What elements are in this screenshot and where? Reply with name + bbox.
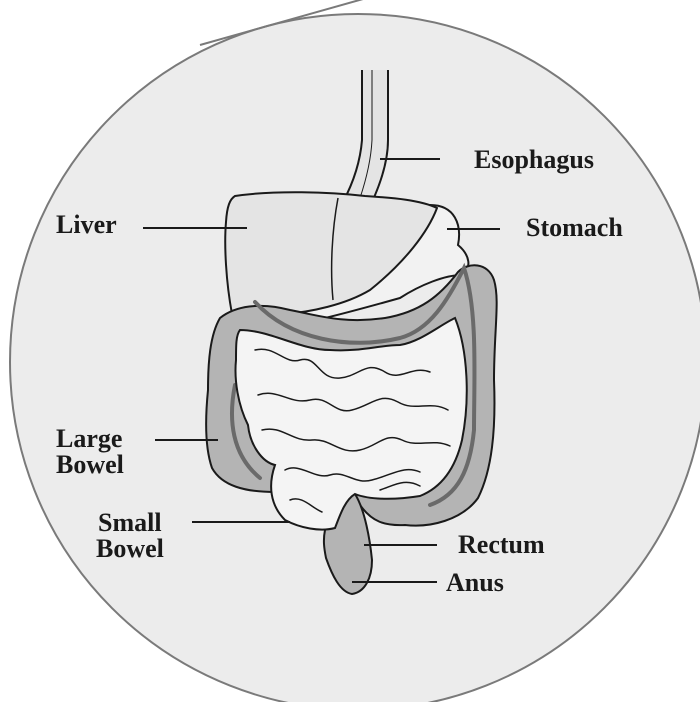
label-stomach: Stomach xyxy=(526,215,623,241)
label-small-bowel: Small Bowel xyxy=(96,510,164,562)
label-small-bowel-line2: Bowel xyxy=(96,536,164,562)
label-small-bowel-line1: Small xyxy=(96,510,164,536)
label-large-bowel: Large Bowel xyxy=(56,426,124,478)
label-esophagus: Esophagus xyxy=(474,147,594,173)
label-large-bowel-line1: Large xyxy=(56,426,124,452)
label-large-bowel-line2: Bowel xyxy=(56,452,124,478)
label-liver: Liver xyxy=(56,212,117,238)
label-anus: Anus xyxy=(446,570,504,596)
label-rectum: Rectum xyxy=(458,532,545,558)
